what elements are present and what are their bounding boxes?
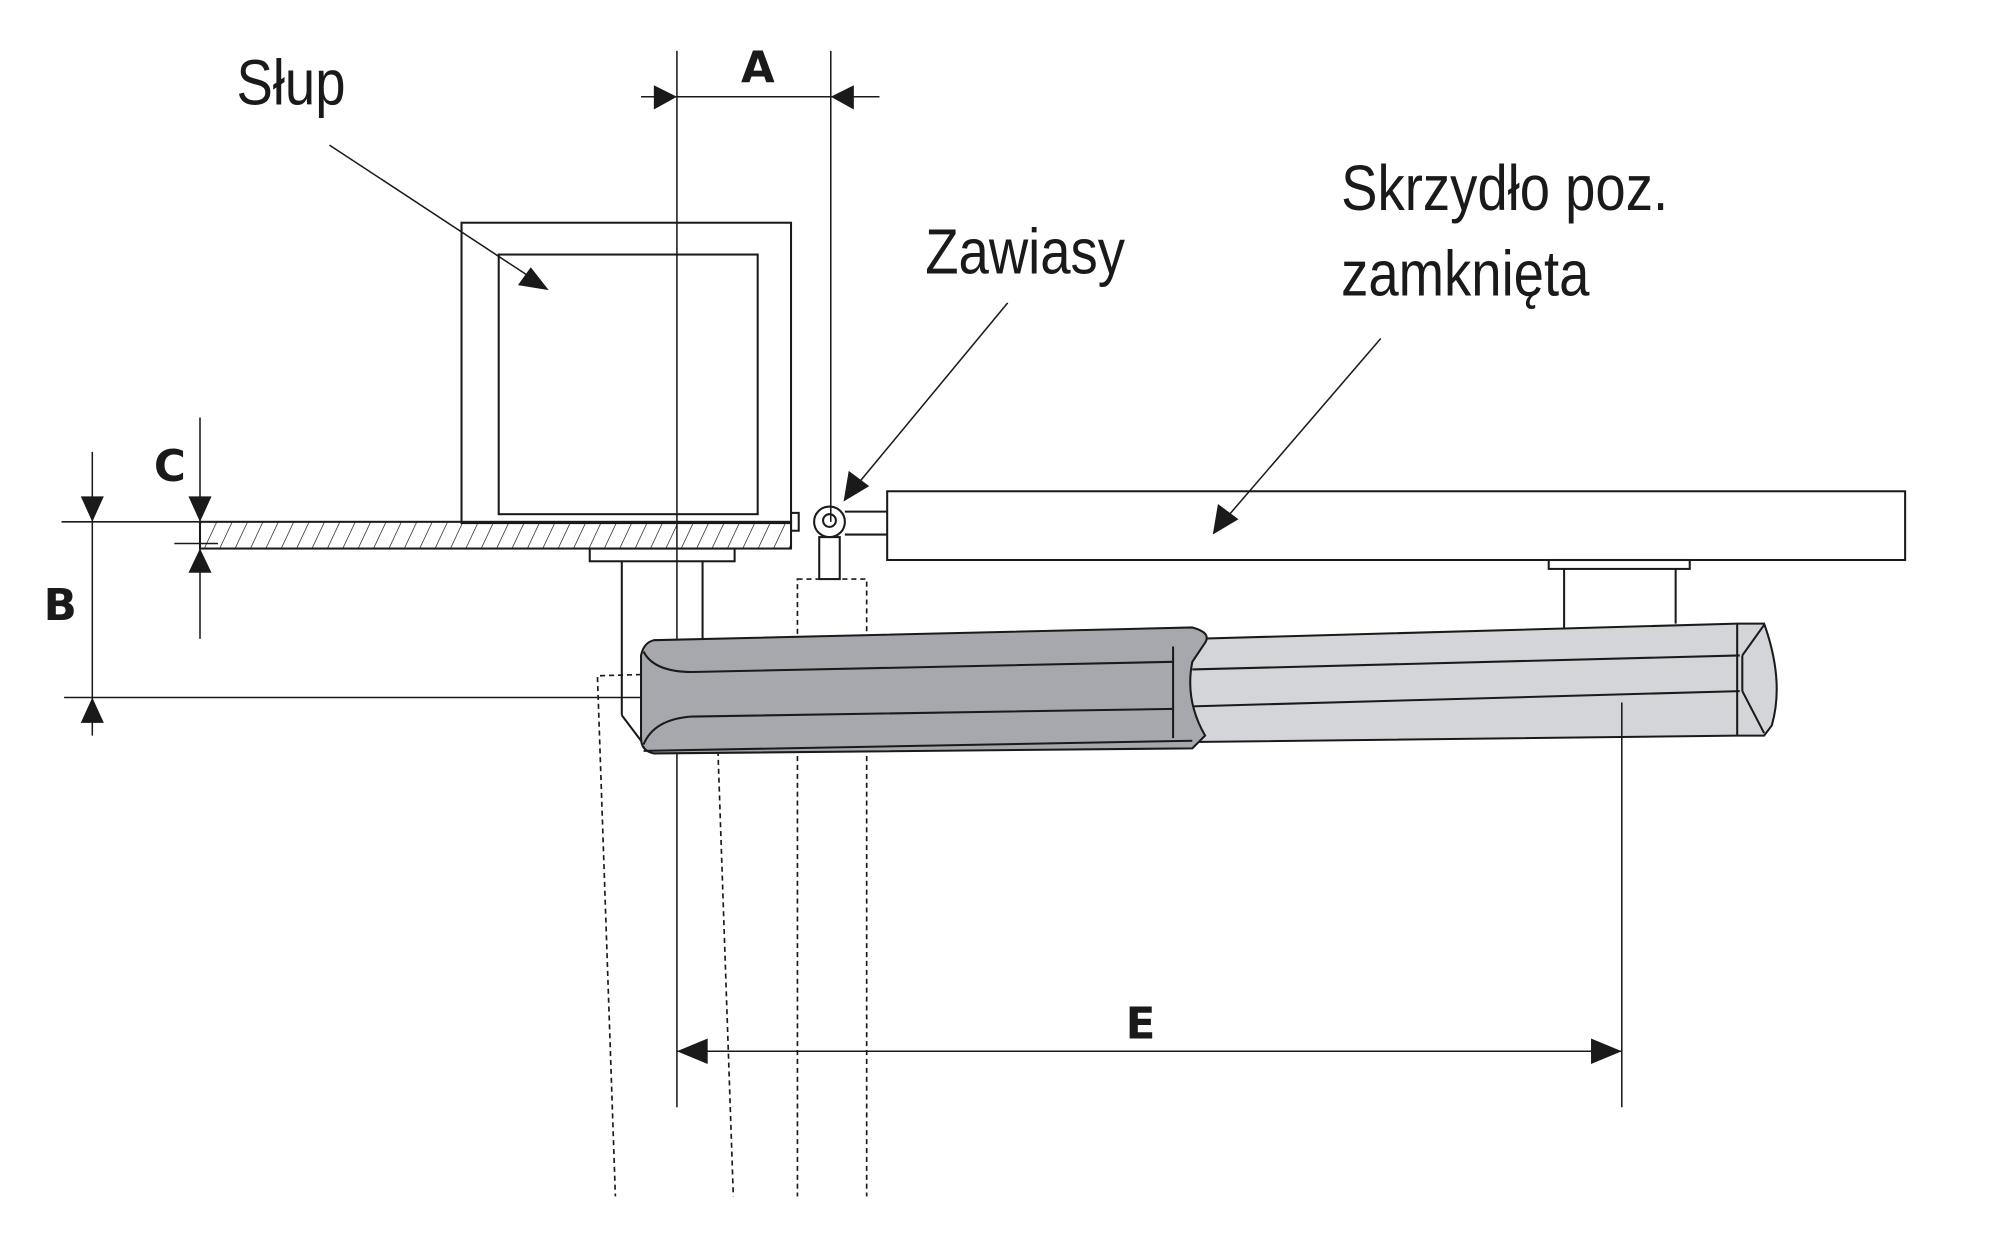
dimension-e-label: E — [1126, 1000, 1156, 1050]
hinge — [790, 505, 888, 642]
hinges-label: Zawiasy — [925, 216, 1125, 288]
post-label: Słup — [236, 46, 345, 118]
dimension-c-label: C — [154, 442, 186, 492]
leaf-leader-arrow — [1212, 338, 1382, 535]
leaf-label-line1: Skrzydło poz. — [1341, 152, 1668, 224]
dimension-b-label: B — [44, 581, 77, 631]
dimension-c: C — [154, 417, 218, 639]
leaf-label-line2: zamknięta — [1341, 237, 1589, 309]
hinges-leader-arrow — [843, 302, 1009, 502]
dimension-e: E — [676, 702, 1623, 1108]
post-leader-arrow — [329, 144, 549, 291]
gate-leaf — [886, 490, 1907, 629]
post — [460, 221, 793, 525]
actuator-rod — [1186, 622, 1778, 744]
post-bracket — [588, 547, 736, 742]
wall-hatched — [198, 520, 793, 550]
actuator-motor — [640, 626, 1208, 755]
dimension-a: A — [641, 44, 880, 1108]
dimension-a-label: A — [741, 44, 775, 94]
dimension-b: B — [44, 451, 644, 736]
